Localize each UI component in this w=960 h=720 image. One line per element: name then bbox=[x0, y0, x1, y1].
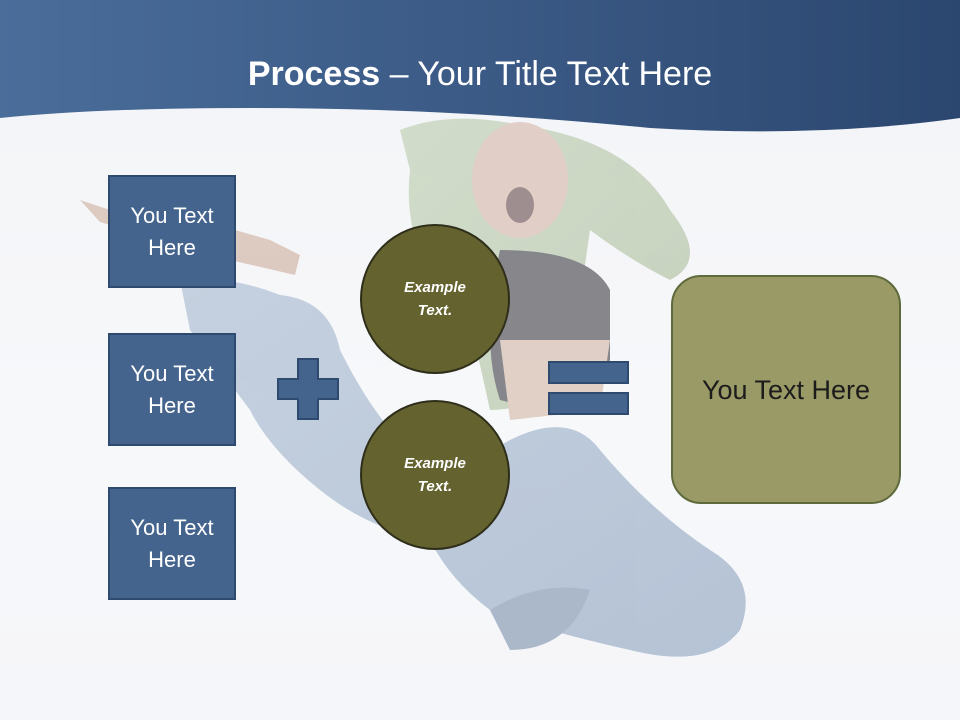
title-bold: Process bbox=[247, 55, 381, 93]
input-box-1[interactable]: You Text Here bbox=[108, 175, 236, 288]
input-box-2[interactable]: You Text Here bbox=[108, 333, 236, 446]
example-circle-1[interactable]: Example Text. bbox=[360, 224, 510, 374]
example-circle-2[interactable]: Example Text. bbox=[360, 400, 510, 550]
example-circle-1-label: Example Text. bbox=[404, 279, 466, 319]
plus-sign-icon bbox=[277, 358, 339, 420]
title-rest: – Your Title Text Here bbox=[380, 55, 713, 93]
result-box-label: You Text Here bbox=[701, 374, 871, 405]
header-band bbox=[0, 0, 960, 132]
input-box-2-label: You Text Here bbox=[130, 360, 214, 418]
input-box-3-label: You Text Here bbox=[130, 514, 214, 572]
input-box-1-label: You Text Here bbox=[130, 202, 214, 260]
equals-sign-icon bbox=[548, 361, 629, 415]
example-circle-2-label: Example Text. bbox=[404, 455, 466, 495]
input-box-3[interactable]: You Text Here bbox=[108, 487, 236, 600]
slide-title: Process – Your Title Text Here bbox=[0, 52, 960, 96]
result-box[interactable]: You Text Here bbox=[671, 275, 901, 504]
